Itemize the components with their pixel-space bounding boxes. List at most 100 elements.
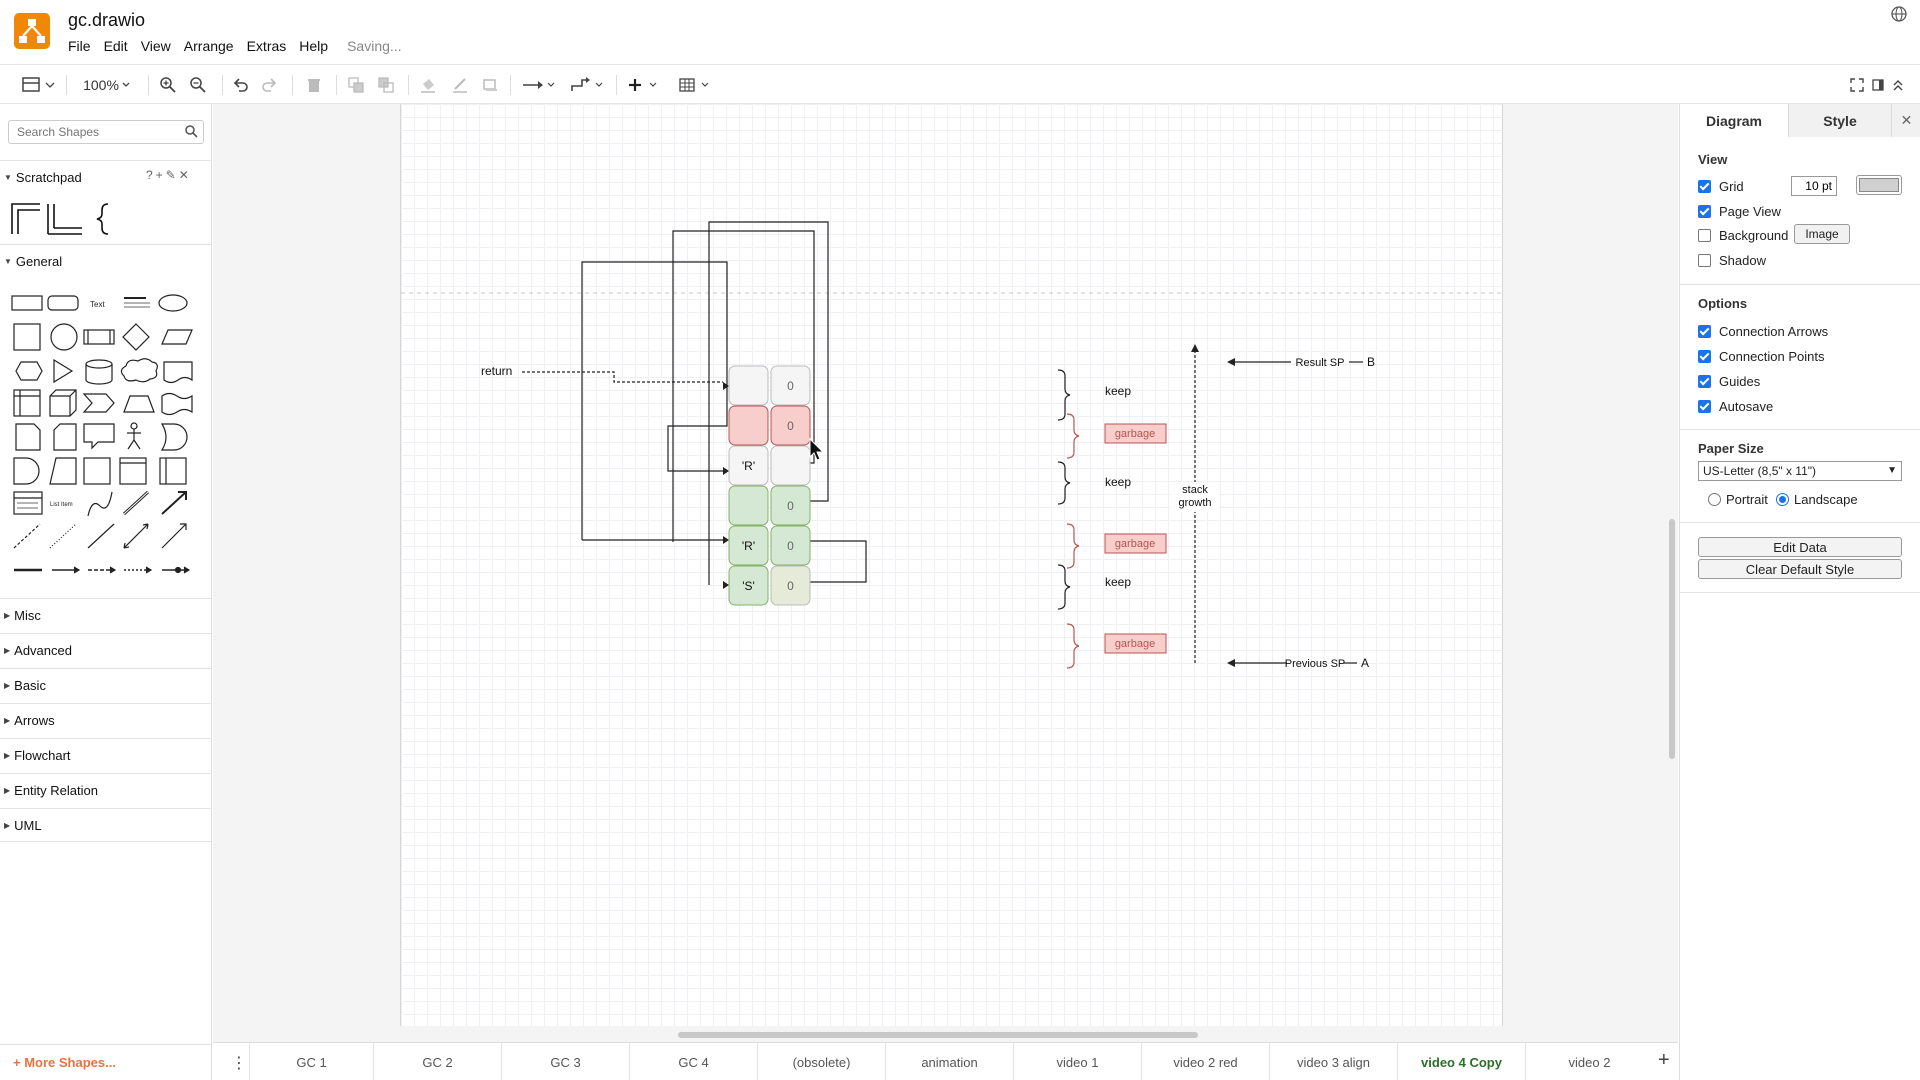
horizontal-scrollbar[interactable]	[678, 1032, 1198, 1038]
return-arrow[interactable]	[522, 371, 723, 383]
scratchpad-shapes[interactable]	[10, 202, 120, 236]
page-tab[interactable]: video 4 Copy	[1397, 1043, 1525, 1080]
fullscreen-icon[interactable]	[1846, 71, 1868, 99]
redo-icon[interactable]	[258, 71, 282, 99]
stack-cell-right[interactable]	[770, 485, 811, 526]
section-uml[interactable]: ▶UML	[0, 808, 211, 842]
autosave-option[interactable]: Autosave	[1698, 397, 1773, 415]
search-shapes-input[interactable]	[8, 120, 204, 144]
edit-data-button[interactable]: Edit Data	[1698, 537, 1902, 557]
checkbox-checked-icon[interactable]	[1698, 374, 1711, 388]
return-label[interactable]: return	[481, 364, 512, 378]
menu-edit[interactable]: Edit	[103, 38, 128, 54]
connection-icon[interactable]	[520, 71, 560, 99]
connection-points-option[interactable]: Connection Points	[1698, 347, 1825, 365]
menu-file[interactable]: File	[68, 38, 91, 54]
page-tab[interactable]: GC 1	[249, 1043, 373, 1080]
keep-label-1[interactable]: keep	[1105, 384, 1131, 398]
landscape-option[interactable]: Landscape	[1776, 490, 1858, 508]
garbage-box-3[interactable]	[1104, 633, 1167, 654]
more-shapes-button[interactable]: + More Shapes...	[0, 1044, 211, 1080]
stack-growth-label-1[interactable]: stack	[1182, 484, 1208, 496]
checkbox-checked-icon[interactable]	[1698, 349, 1711, 363]
stack-cell-left[interactable]	[728, 445, 769, 486]
stack-cell-left[interactable]	[728, 405, 769, 446]
page-tab[interactable]: video 3 align	[1269, 1043, 1397, 1080]
paper-size-select[interactable]: US-Letter (8,5" x 11") ▼	[1698, 461, 1902, 481]
checkbox-checked-icon[interactable]	[1698, 399, 1711, 413]
section-basic[interactable]: ▶Basic	[0, 668, 211, 702]
stack-cell-left[interactable]	[728, 565, 769, 606]
zoom-in-icon[interactable]	[156, 71, 180, 99]
menu-help[interactable]: Help	[299, 38, 329, 54]
waypoints-icon[interactable]	[568, 71, 608, 99]
search-icon[interactable]	[184, 124, 198, 138]
page-tab[interactable]: video 2 red	[1141, 1043, 1269, 1080]
shadow-icon[interactable]	[478, 71, 502, 99]
zoom-out-icon[interactable]	[186, 71, 210, 99]
zoom-dropdown[interactable]: 100%	[78, 71, 138, 99]
menu-arrange[interactable]: Arrange	[183, 38, 234, 54]
section-advanced[interactable]: ▶Advanced	[0, 633, 211, 667]
section-flowchart[interactable]: ▶Flowchart	[0, 738, 211, 772]
previous-sp-letter[interactable]: A	[1361, 656, 1369, 670]
page-tab[interactable]: (obsolete)	[757, 1043, 885, 1080]
grid-option[interactable]: Grid	[1698, 177, 1744, 195]
checkbox-checked-icon[interactable]	[1698, 179, 1711, 193]
garbage-box-1[interactable]	[1104, 423, 1167, 444]
format-panel-icon[interactable]	[1868, 71, 1888, 99]
result-sp-letter[interactable]: B	[1367, 355, 1375, 369]
to-front-icon[interactable]	[344, 71, 368, 99]
checkbox-unchecked-icon[interactable]	[1698, 228, 1711, 242]
page-tab[interactable]: video 1	[1013, 1043, 1141, 1080]
previous-sp-label[interactable]: Previous SP	[1285, 658, 1346, 670]
keep-label-3[interactable]: keep	[1105, 575, 1131, 589]
fill-color-icon[interactable]	[416, 71, 440, 99]
vertical-scrollbar[interactable]	[1669, 519, 1675, 759]
connection-arrows-option[interactable]: Connection Arrows	[1698, 322, 1828, 340]
sidebar-toggle-icon[interactable]	[18, 71, 58, 99]
scratchpad-header[interactable]: ▼ Scratchpad	[0, 160, 211, 194]
stack-cells[interactable]: 00'R'0'R'0'S'0	[728, 365, 811, 606]
garbage-box-2[interactable]	[1104, 533, 1167, 554]
checkbox-unchecked-icon[interactable]	[1698, 253, 1711, 267]
page-tab[interactable]: animation	[885, 1043, 1013, 1080]
insert-icon[interactable]	[624, 71, 664, 99]
pages-menu-icon[interactable]: ⋮	[231, 1055, 247, 1072]
to-back-icon[interactable]	[374, 71, 398, 99]
grid-color-button[interactable]	[1856, 175, 1902, 195]
general-shapes-palette[interactable]: Text	[8, 284, 204, 580]
page-tab[interactable]: video 2	[1525, 1043, 1653, 1080]
result-sp-label[interactable]: Result SP	[1296, 357, 1345, 369]
portrait-option[interactable]: Portrait	[1708, 490, 1768, 508]
page-tab[interactable]: GC 4	[629, 1043, 757, 1080]
menu-extras[interactable]: Extras	[246, 38, 287, 54]
page-tab[interactable]: GC 2	[373, 1043, 501, 1080]
tab-diagram[interactable]: Diagram	[1680, 104, 1788, 137]
general-header[interactable]: ▼ General	[0, 244, 211, 278]
close-icon[interactable]: ✕	[1892, 104, 1920, 137]
collapse-icon[interactable]	[1888, 71, 1908, 99]
section-entity-relation[interactable]: ▶Entity Relation	[0, 773, 211, 807]
document-title[interactable]: gc.drawio	[68, 10, 146, 30]
stack-cell-right[interactable]	[770, 445, 811, 486]
radio-unselected-icon[interactable]	[1708, 492, 1721, 506]
menu-view[interactable]: View	[140, 38, 171, 54]
checkbox-checked-icon[interactable]	[1698, 324, 1711, 338]
line-color-icon[interactable]	[448, 71, 472, 99]
table-icon[interactable]	[676, 71, 716, 99]
tab-style[interactable]: Style	[1788, 104, 1892, 137]
diagram-drawing[interactable]: return 00'R'0'R'0'S'0 keep garbage keep	[401, 104, 1504, 1026]
stack-cell-right[interactable]	[770, 525, 811, 566]
radio-selected-icon[interactable]	[1776, 492, 1789, 506]
section-misc[interactable]: ▶Misc	[0, 598, 211, 632]
guides-option[interactable]: Guides	[1698, 372, 1760, 390]
add-page-icon[interactable]: +	[1658, 1049, 1670, 1071]
page-tab[interactable]: GC 3	[501, 1043, 629, 1080]
stack-cell-left[interactable]	[728, 525, 769, 566]
stack-growth-label-2[interactable]: growth	[1178, 497, 1211, 509]
clear-default-style-button[interactable]: Clear Default Style	[1698, 559, 1902, 579]
stack-frames[interactable]	[581, 221, 867, 585]
